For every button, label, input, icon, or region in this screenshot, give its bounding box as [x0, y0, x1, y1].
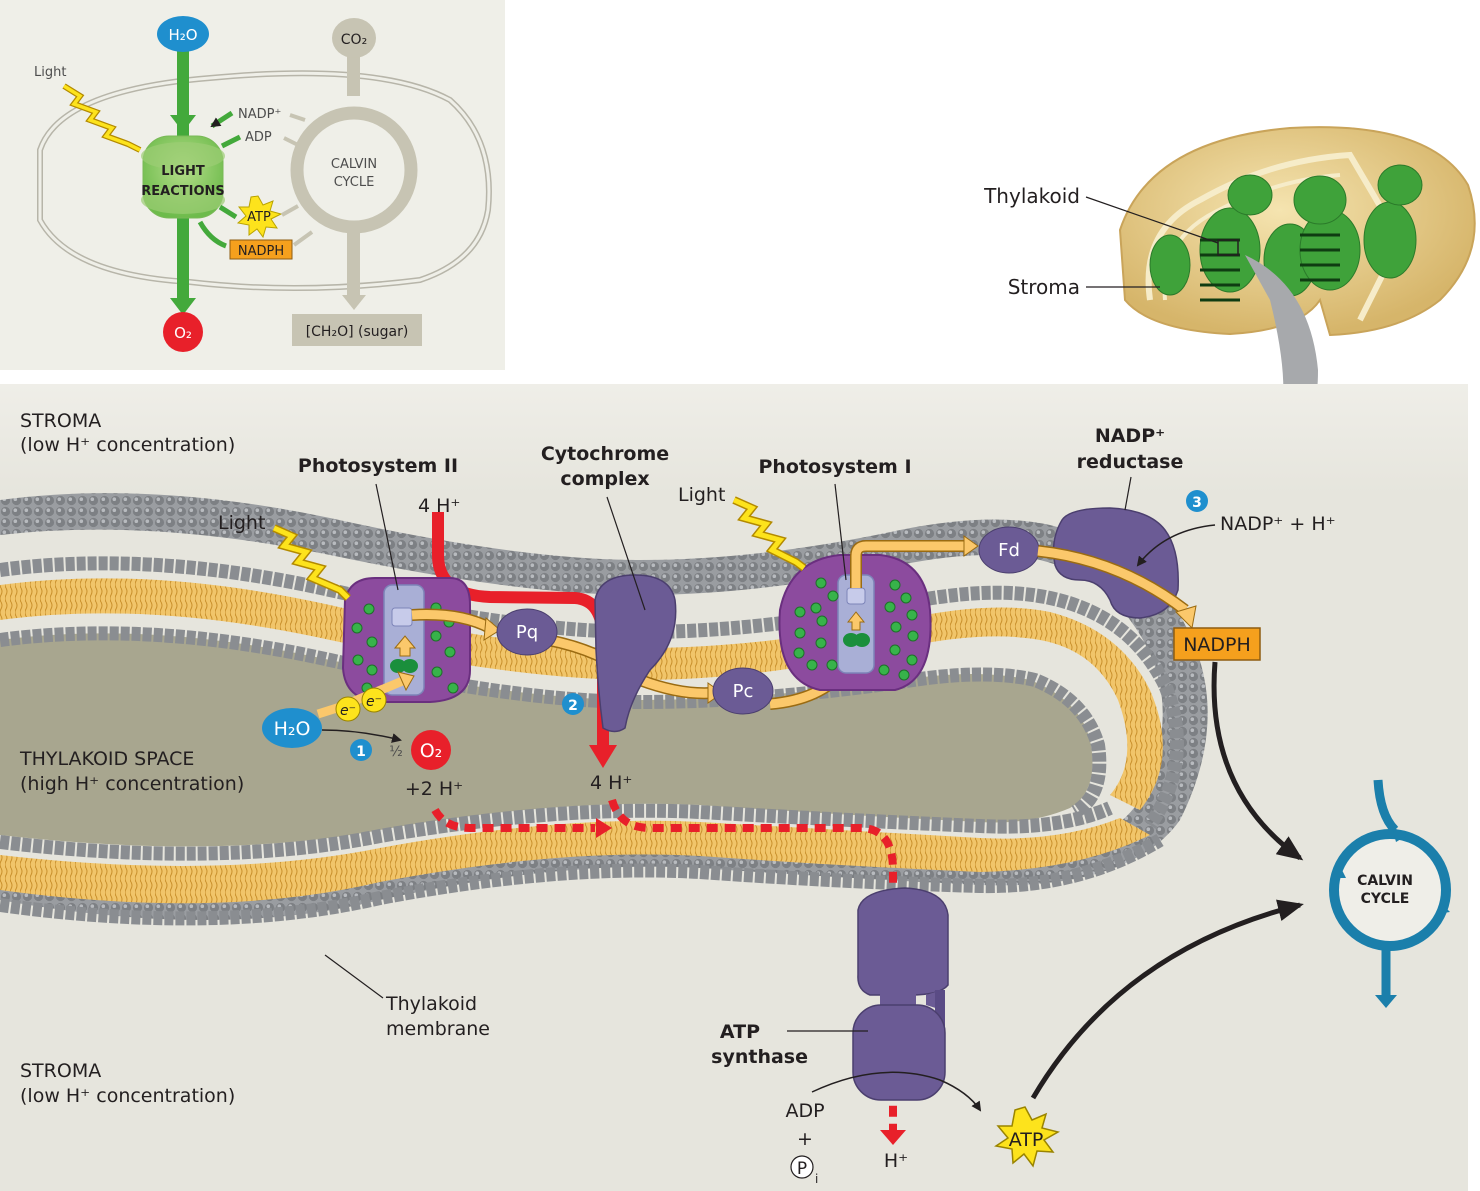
- electron-icon: [335, 696, 361, 722]
- phosphate-subscript: i: [815, 1172, 818, 1186]
- step-3-badge: [1186, 490, 1208, 512]
- calvin-label-line1: CALVIN: [1357, 873, 1413, 889]
- plastocyanin: [712, 667, 774, 715]
- lower-bilayer: [0, 818, 1150, 904]
- electron-icon: [361, 687, 387, 713]
- inset-sugar-label: [CH₂O] (sugar): [306, 324, 409, 340]
- cytochrome-label-line1: Cytochrome: [541, 443, 669, 465]
- plastoquinone: [496, 608, 558, 656]
- step-3-label: 3: [1192, 495, 1202, 511]
- plus-label: +: [797, 1128, 813, 1150]
- oxygen-molecule-icon: [411, 730, 451, 770]
- phosphate-label: P: [797, 1159, 807, 1179]
- ps2-light-label: Light: [218, 512, 265, 534]
- thylakoid-space-subtitle: (high H⁺ concentration): [20, 773, 244, 795]
- inset-water-label: H₂O: [168, 26, 197, 44]
- proton-diffusion-arrow-2: [608, 798, 897, 1130]
- stroma-bottom-title: STROMA: [20, 1060, 101, 1082]
- inset-calvin-label-line1: CALVIN: [331, 157, 377, 172]
- inset-water-icon: [157, 16, 209, 52]
- nadph-box: [1173, 627, 1261, 661]
- photosystem-i-label: Photosystem I: [758, 456, 911, 478]
- stroma-bottom-subtitle: (low H⁺ concentration): [20, 1085, 235, 1107]
- atp-synthase-label-line2: synthase: [711, 1046, 808, 1068]
- photosystem-ii-label: Photosystem II: [298, 455, 458, 477]
- inset-nadp-label: NADP⁺: [238, 107, 281, 122]
- cytochrome-complex: [594, 574, 677, 733]
- stroma-label: Stroma: [1008, 275, 1080, 299]
- proton-diffusion-arrow-1: [431, 807, 595, 832]
- thylakoid-space: [0, 633, 1093, 847]
- inset-adp-label: ADP: [245, 130, 272, 145]
- inset-light-label: Light: [34, 65, 66, 80]
- oxygen-label: O₂: [420, 740, 443, 762]
- thylakoid-label: Thylakoid: [983, 184, 1080, 208]
- water-label: H₂O: [274, 718, 311, 740]
- inset-atp-star-icon: [236, 195, 283, 239]
- atp-synthase: [852, 887, 949, 1101]
- fd-label: Fd: [998, 540, 1020, 561]
- inset-co2-label: CO₂: [341, 32, 367, 48]
- step-1-label: 1: [356, 744, 366, 760]
- ps1-light-label: Light: [678, 484, 725, 506]
- cytochrome-label-line2: complex: [560, 468, 649, 490]
- nadp-reductase-label-line2: reductase: [1077, 451, 1184, 473]
- atp-synthase-label-line1: ATP: [720, 1021, 760, 1043]
- pq-label: Pq: [516, 622, 538, 643]
- water-molecule-icon: [262, 708, 322, 748]
- adp-label: ADP: [785, 1100, 824, 1122]
- inset-calvin-label-line2: CYCLE: [334, 175, 375, 190]
- photosystem-i: [778, 554, 932, 691]
- inset-co2-icon: [332, 18, 376, 58]
- protons-in-label: 4 H⁺: [418, 495, 460, 517]
- light-reactions-complex: [141, 135, 225, 219]
- proton-exit-label: H⁺: [884, 1150, 908, 1172]
- nadph-label: NADPH: [1183, 634, 1251, 656]
- plus-2h-label: +2 H⁺: [405, 778, 463, 800]
- nadp-reductase-label-line1: NADP⁺: [1095, 425, 1165, 447]
- thylakoid-space-title: THYLAKOID SPACE: [19, 748, 194, 770]
- pc-label: Pc: [733, 681, 754, 702]
- stroma-top-title: STROMA: [20, 410, 101, 432]
- thylakoid-membrane-band: [0, 493, 1208, 920]
- inset-nadph-box: [229, 239, 293, 260]
- electron-label-2: e⁻: [366, 694, 382, 710]
- nadp-input-label: NADP⁺ + H⁺: [1220, 513, 1336, 535]
- phosphate-icon: [790, 1155, 814, 1179]
- inset-sugar-box: [292, 314, 422, 346]
- half-label: ½: [389, 744, 403, 760]
- step-2-label: 2: [568, 698, 578, 714]
- atp-star-icon: [994, 1106, 1060, 1168]
- thylakoid-membrane-label-line2: membrane: [386, 1018, 490, 1040]
- light-reactions-label-line2: REACTIONS: [141, 184, 225, 199]
- membrane-panel: STROMA (low H⁺ concentration) THYLAKOID …: [0, 384, 1468, 1191]
- thylakoid-membrane-label-line1: Thylakoid: [385, 993, 477, 1015]
- overview-inset: H₂O O₂ Light LIGHT REACTIONS CO₂ CALVIN …: [0, 0, 505, 370]
- inset-oxygen-label: O₂: [174, 324, 192, 342]
- calvin-cycle: [1329, 779, 1451, 1008]
- zoom-region-box: [1217, 239, 1239, 256]
- chloroplast-illustration: Thylakoid Stroma: [983, 126, 1476, 470]
- light-reactions-label-line1: LIGHT: [161, 164, 205, 179]
- inset-background: [0, 0, 505, 370]
- inset-nadph-label: NADPH: [238, 244, 284, 259]
- inset-atp-label: ATP: [247, 210, 271, 225]
- protons-out-label: 4 H⁺: [590, 772, 632, 794]
- stroma-top-subtitle: (low H⁺ concentration): [20, 434, 235, 456]
- calvin-label-line2: CYCLE: [1361, 891, 1410, 907]
- atp-label: ATP: [1009, 1129, 1044, 1151]
- step-1-badge: [350, 739, 372, 761]
- electron-label-1: e⁻: [340, 703, 356, 719]
- step-2-badge: [562, 693, 584, 715]
- inset-oxygen-icon: [163, 312, 203, 352]
